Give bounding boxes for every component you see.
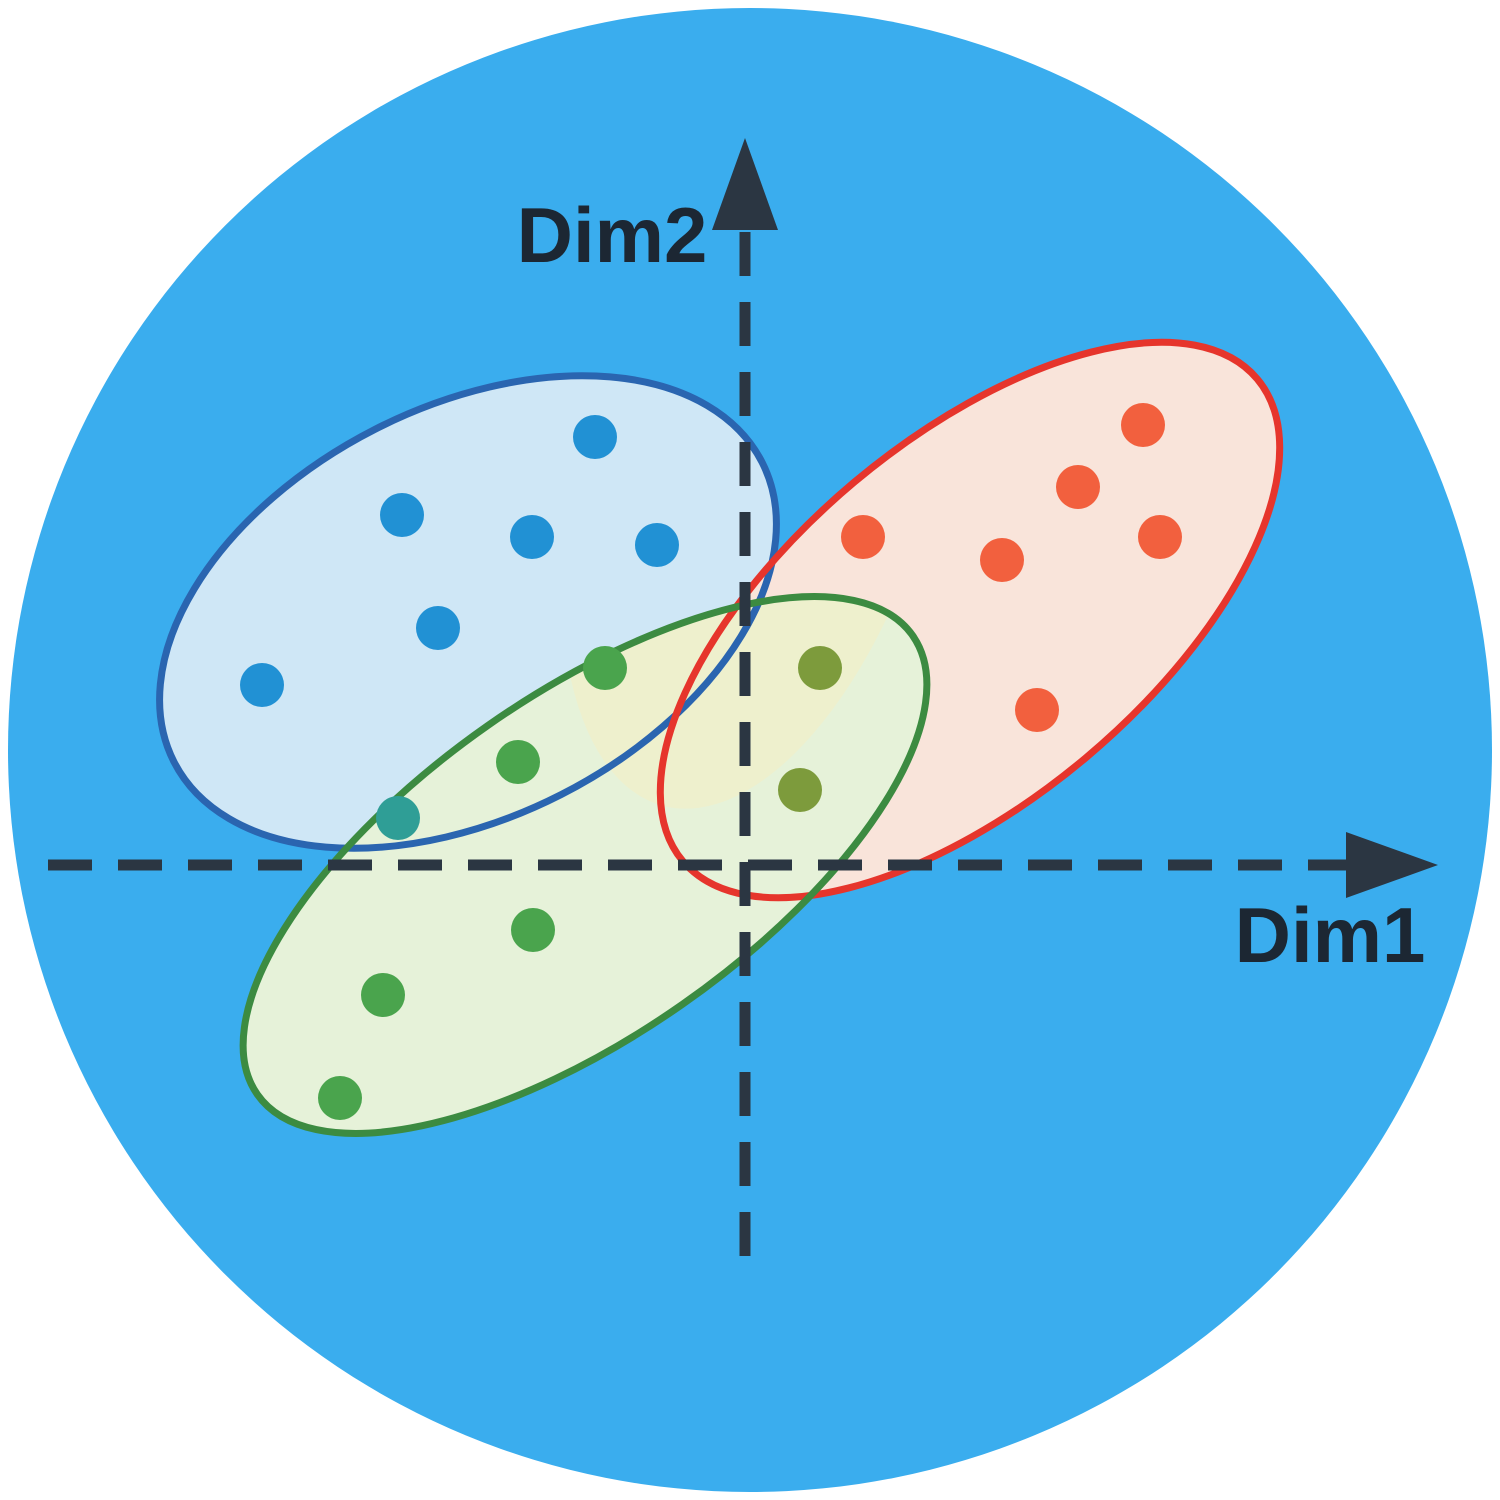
red-data-point: [1015, 688, 1059, 732]
x-axis-arrowhead-icon: [1346, 832, 1438, 898]
blue-data-point: [240, 663, 284, 707]
cluster-fills-layer: [159, 342, 1280, 1134]
green-data-point: [318, 1076, 362, 1120]
cluster-green-outline: [239, 593, 931, 1137]
x-axis-label: Dim1: [1235, 891, 1426, 979]
blue-data-point: [573, 415, 617, 459]
data-points-layer: [240, 403, 1182, 1120]
red-data-point: [841, 515, 885, 559]
green-data-point: [778, 768, 822, 812]
red-data-point: [1138, 515, 1182, 559]
green-data-point: [583, 646, 627, 690]
red-data-point: [980, 538, 1024, 582]
green-data-point: [361, 973, 405, 1017]
red-data-point: [1056, 465, 1100, 509]
y-axis-arrowhead-icon: [712, 138, 778, 230]
red-data-point: [1121, 403, 1165, 447]
cluster-overlap-fill: [488, 596, 927, 853]
blue-data-point: [510, 515, 554, 559]
green-data-point: [496, 740, 540, 784]
axes-layer: [48, 138, 1438, 1256]
green-data-point: [511, 908, 555, 952]
green-data-point: [376, 796, 420, 840]
green-data-point: [798, 646, 842, 690]
blue-data-point: [635, 523, 679, 567]
cluster-outlines-layer: [156, 338, 1284, 1137]
y-axis-label: Dim2: [517, 191, 708, 279]
blue-data-point: [380, 493, 424, 537]
blue-data-point: [416, 606, 460, 650]
cluster-blue-outline: [156, 372, 780, 852]
